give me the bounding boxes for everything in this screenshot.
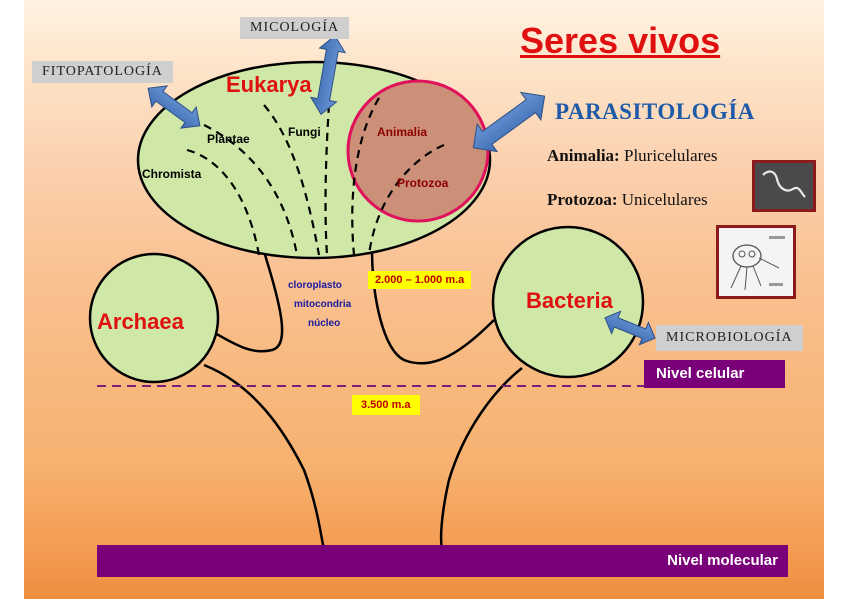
note-animalia: Animalia: Pluricelulares [547,146,717,166]
microbiologia-label: MICROBIOLOGÍA [656,325,803,351]
protozoa-label: Protozoa [397,176,449,190]
note-protozoa-desc: Unicelulares [621,190,708,209]
parasitologia-label: PARASITOLOGÍA [555,99,755,124]
lineage-lines [186,97,445,256]
plantae-label: Plantae [207,132,250,146]
eukarya-label: Eukarya [226,72,312,97]
tree-of-life-diagram [88,34,656,549]
note-animalia-desc: Pluricelulares [623,146,718,165]
eukarya-age-badge: 2.000 – 1.000 m.a [368,271,472,289]
archaea-label: Archaea [97,309,184,334]
slide: Seres vivos FITOPATOLOGÍA MICOLOGÍA MICR… [24,0,824,599]
micologia-label: MICOLOGÍA [240,17,350,39]
molecular-level-label: Nivel molecular [667,552,778,569]
fitopatologia-label: FITOPATOLOGÍA [32,61,173,83]
giardia-icon [719,228,793,296]
origin-age-badge: 3.500 m.a [352,395,420,415]
bacteria-label: Bacteria [526,288,613,313]
page-title: Seres vivos [520,20,721,61]
cellular-level-label: Nivel celular [656,365,745,382]
fungi-label: Fungi [288,125,321,139]
animalia-protozoa-circle [346,79,490,223]
organelle-nucleo: núcleo [308,318,341,329]
worm-icon [755,163,813,209]
bacteria-circle [491,225,645,379]
molecular-level-bar: Nivel molecular [97,545,788,577]
worm-micrograph-image [752,160,816,212]
cellular-level-bar: Nivel celular [644,360,785,388]
double-arrows [147,34,656,346]
note-protozoa-term: Protozoa: [547,190,618,209]
archaea-circle [88,252,220,384]
giardia-micrograph-image [716,225,796,299]
note-protozoa: Protozoa: Unicelulares [547,190,708,210]
chromista-label: Chromista [142,167,202,181]
note-animalia-term: Animalia: [547,146,620,165]
organelle-cloroplasto: cloroplasto [288,280,342,291]
organelle-mitocondria: mitocondria [294,299,352,310]
animalia-label: Animalia [377,125,428,139]
